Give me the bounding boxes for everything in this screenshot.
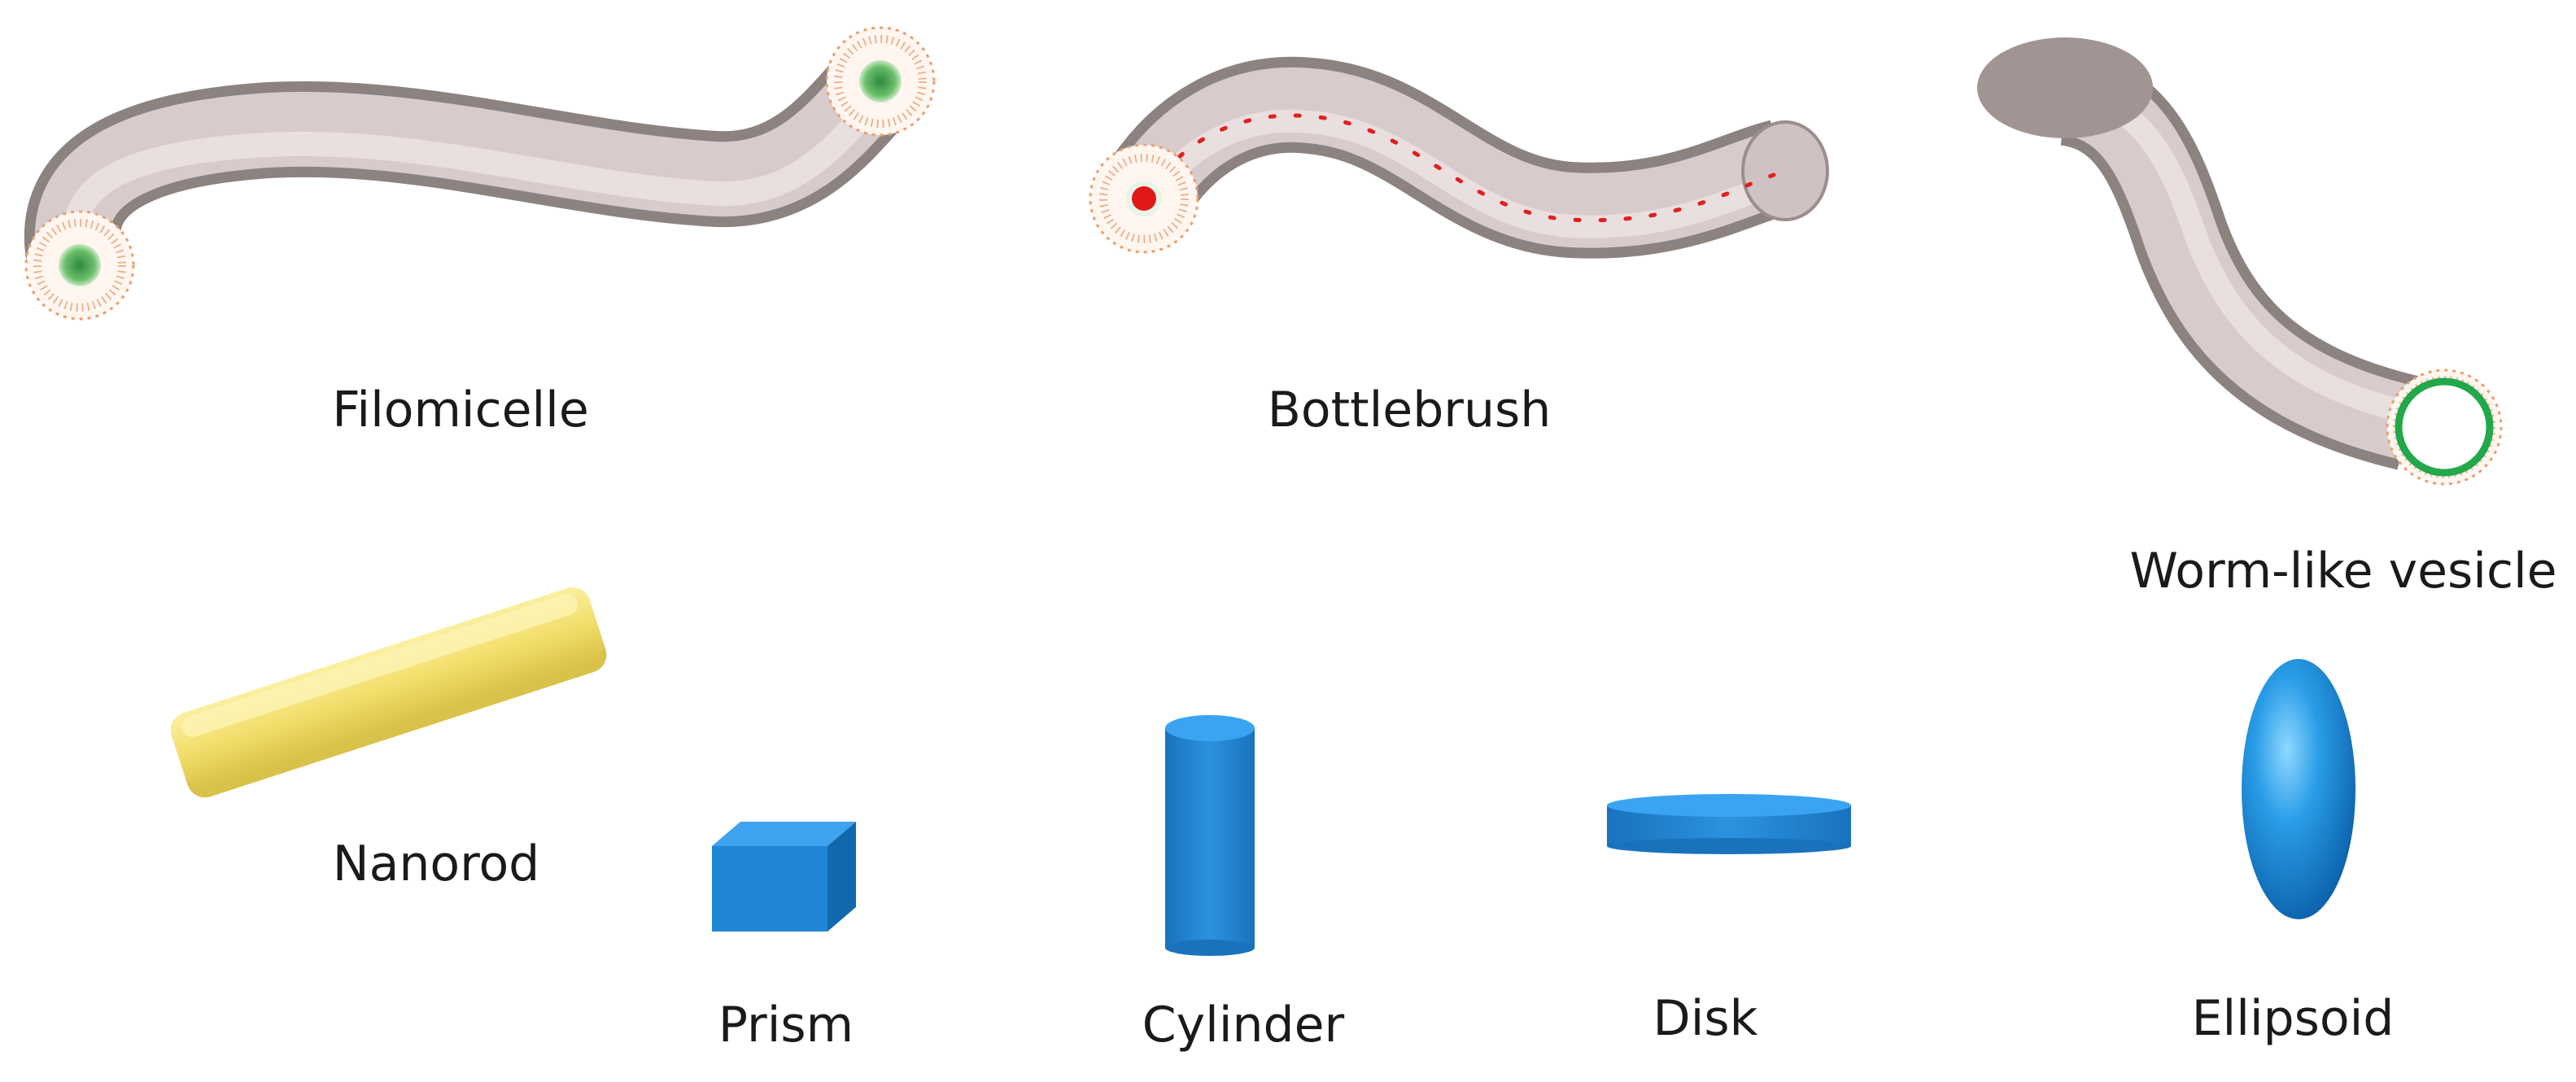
- micelle-end-left: [24, 210, 135, 321]
- label-filomicelle: Filomicelle: [332, 382, 589, 438]
- worm-vesicle-figure: [1977, 37, 2503, 486]
- ellipsoid-figure: [2242, 659, 2356, 919]
- bottlebrush-end: [1089, 143, 1199, 254]
- label-cylinder: Cylinder: [1142, 997, 1345, 1054]
- cylinder-figure: [1165, 715, 1255, 956]
- label-disk: Disk: [1653, 990, 1758, 1047]
- micelle-end-right: [825, 26, 936, 137]
- label-ellipsoid: Ellipsoid: [2191, 990, 2395, 1047]
- prism-figure: [712, 822, 856, 931]
- vesicle-end: [2386, 369, 2503, 486]
- label-prism: Prism: [718, 997, 854, 1054]
- filomicelle-figure: [24, 26, 936, 321]
- label-worm-like-vesicle: Worm-like vesicle: [2129, 543, 2557, 600]
- label-bottlebrush: Bottlebrush: [1267, 382, 1552, 438]
- bottlebrush-figure: [1089, 56, 1829, 259]
- label-nanorod: Nanorod: [332, 835, 540, 892]
- disk-figure: [1607, 794, 1851, 854]
- nanorod-figure: [170, 587, 607, 798]
